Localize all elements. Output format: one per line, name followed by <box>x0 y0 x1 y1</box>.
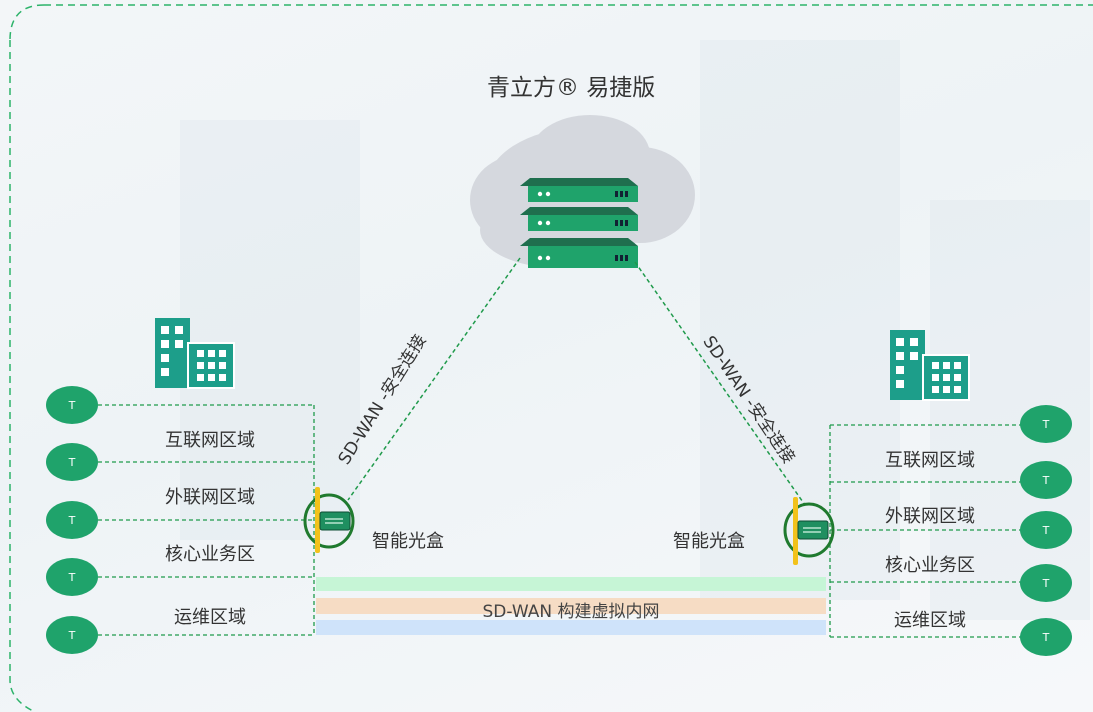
server-stack-icon <box>520 178 638 268</box>
terminal-node: T <box>1020 511 1072 549</box>
terminal-node: T <box>1020 564 1072 602</box>
right-zone-extranet: 外联网区域 <box>885 506 975 527</box>
terminal-node: T <box>46 443 98 481</box>
building-icon <box>155 318 235 389</box>
terminal-node: T <box>1020 461 1072 499</box>
smart-box-icon <box>303 487 355 553</box>
virtual-network-label: SD-WAN 构建虚拟内网 <box>482 602 660 622</box>
terminal-node: T <box>46 616 98 654</box>
diagram-title: 青立方® 易捷版 <box>487 75 656 101</box>
virtual-network-band-green <box>316 577 826 591</box>
right-zone-internet: 互联网区域 <box>885 450 975 471</box>
left-zone-extranet: 外联网区域 <box>165 487 255 508</box>
left-zone-ops: 运维区域 <box>174 607 246 628</box>
terminal-node: T <box>1020 618 1072 656</box>
right-zone-ops: 运维区域 <box>894 610 966 631</box>
left-sdwan-link <box>347 257 521 501</box>
smart-box-icon <box>783 497 835 565</box>
left-zone-core: 核心业务区 <box>165 544 255 565</box>
left-zone-internet: 互联网区域 <box>165 430 255 451</box>
terminal-node: T <box>46 501 98 539</box>
outer-border <box>9 4 1093 712</box>
virtual-network-band-orange <box>316 598 826 614</box>
terminal-node: T <box>46 558 98 596</box>
left-zone-lines <box>98 404 315 636</box>
building-icon <box>890 330 970 401</box>
terminal-node: T <box>46 386 98 424</box>
left-smart-box-label: 智能光盒 <box>372 531 444 552</box>
right-zone-core: 核心业务区 <box>885 555 975 576</box>
right-zone-lines <box>829 424 1022 638</box>
terminal-node: T <box>1020 405 1072 443</box>
right-smart-box-label: 智能光盒 <box>673 531 745 552</box>
right-sdwan-link <box>634 261 806 506</box>
virtual-network-band-blue <box>316 620 826 635</box>
